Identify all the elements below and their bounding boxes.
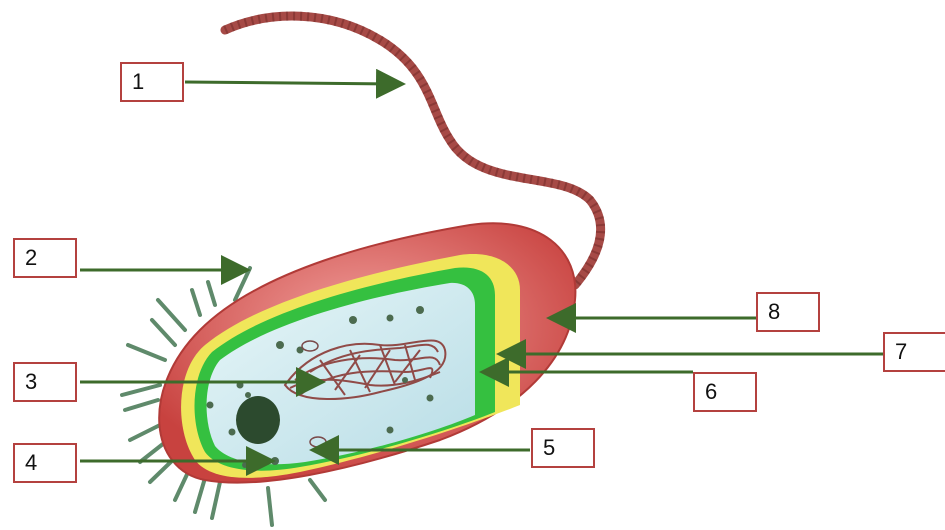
label-3: 3	[13, 362, 77, 402]
label-6: 6	[693, 372, 757, 412]
label-8: 8	[756, 292, 820, 332]
arrow-1	[185, 82, 400, 84]
label-5: 5	[531, 428, 595, 468]
label-7: 7	[883, 332, 945, 372]
label-1: 1	[120, 62, 184, 102]
storage-granule	[236, 396, 280, 444]
label-4: 4	[13, 443, 77, 483]
label-2: 2	[13, 238, 77, 278]
